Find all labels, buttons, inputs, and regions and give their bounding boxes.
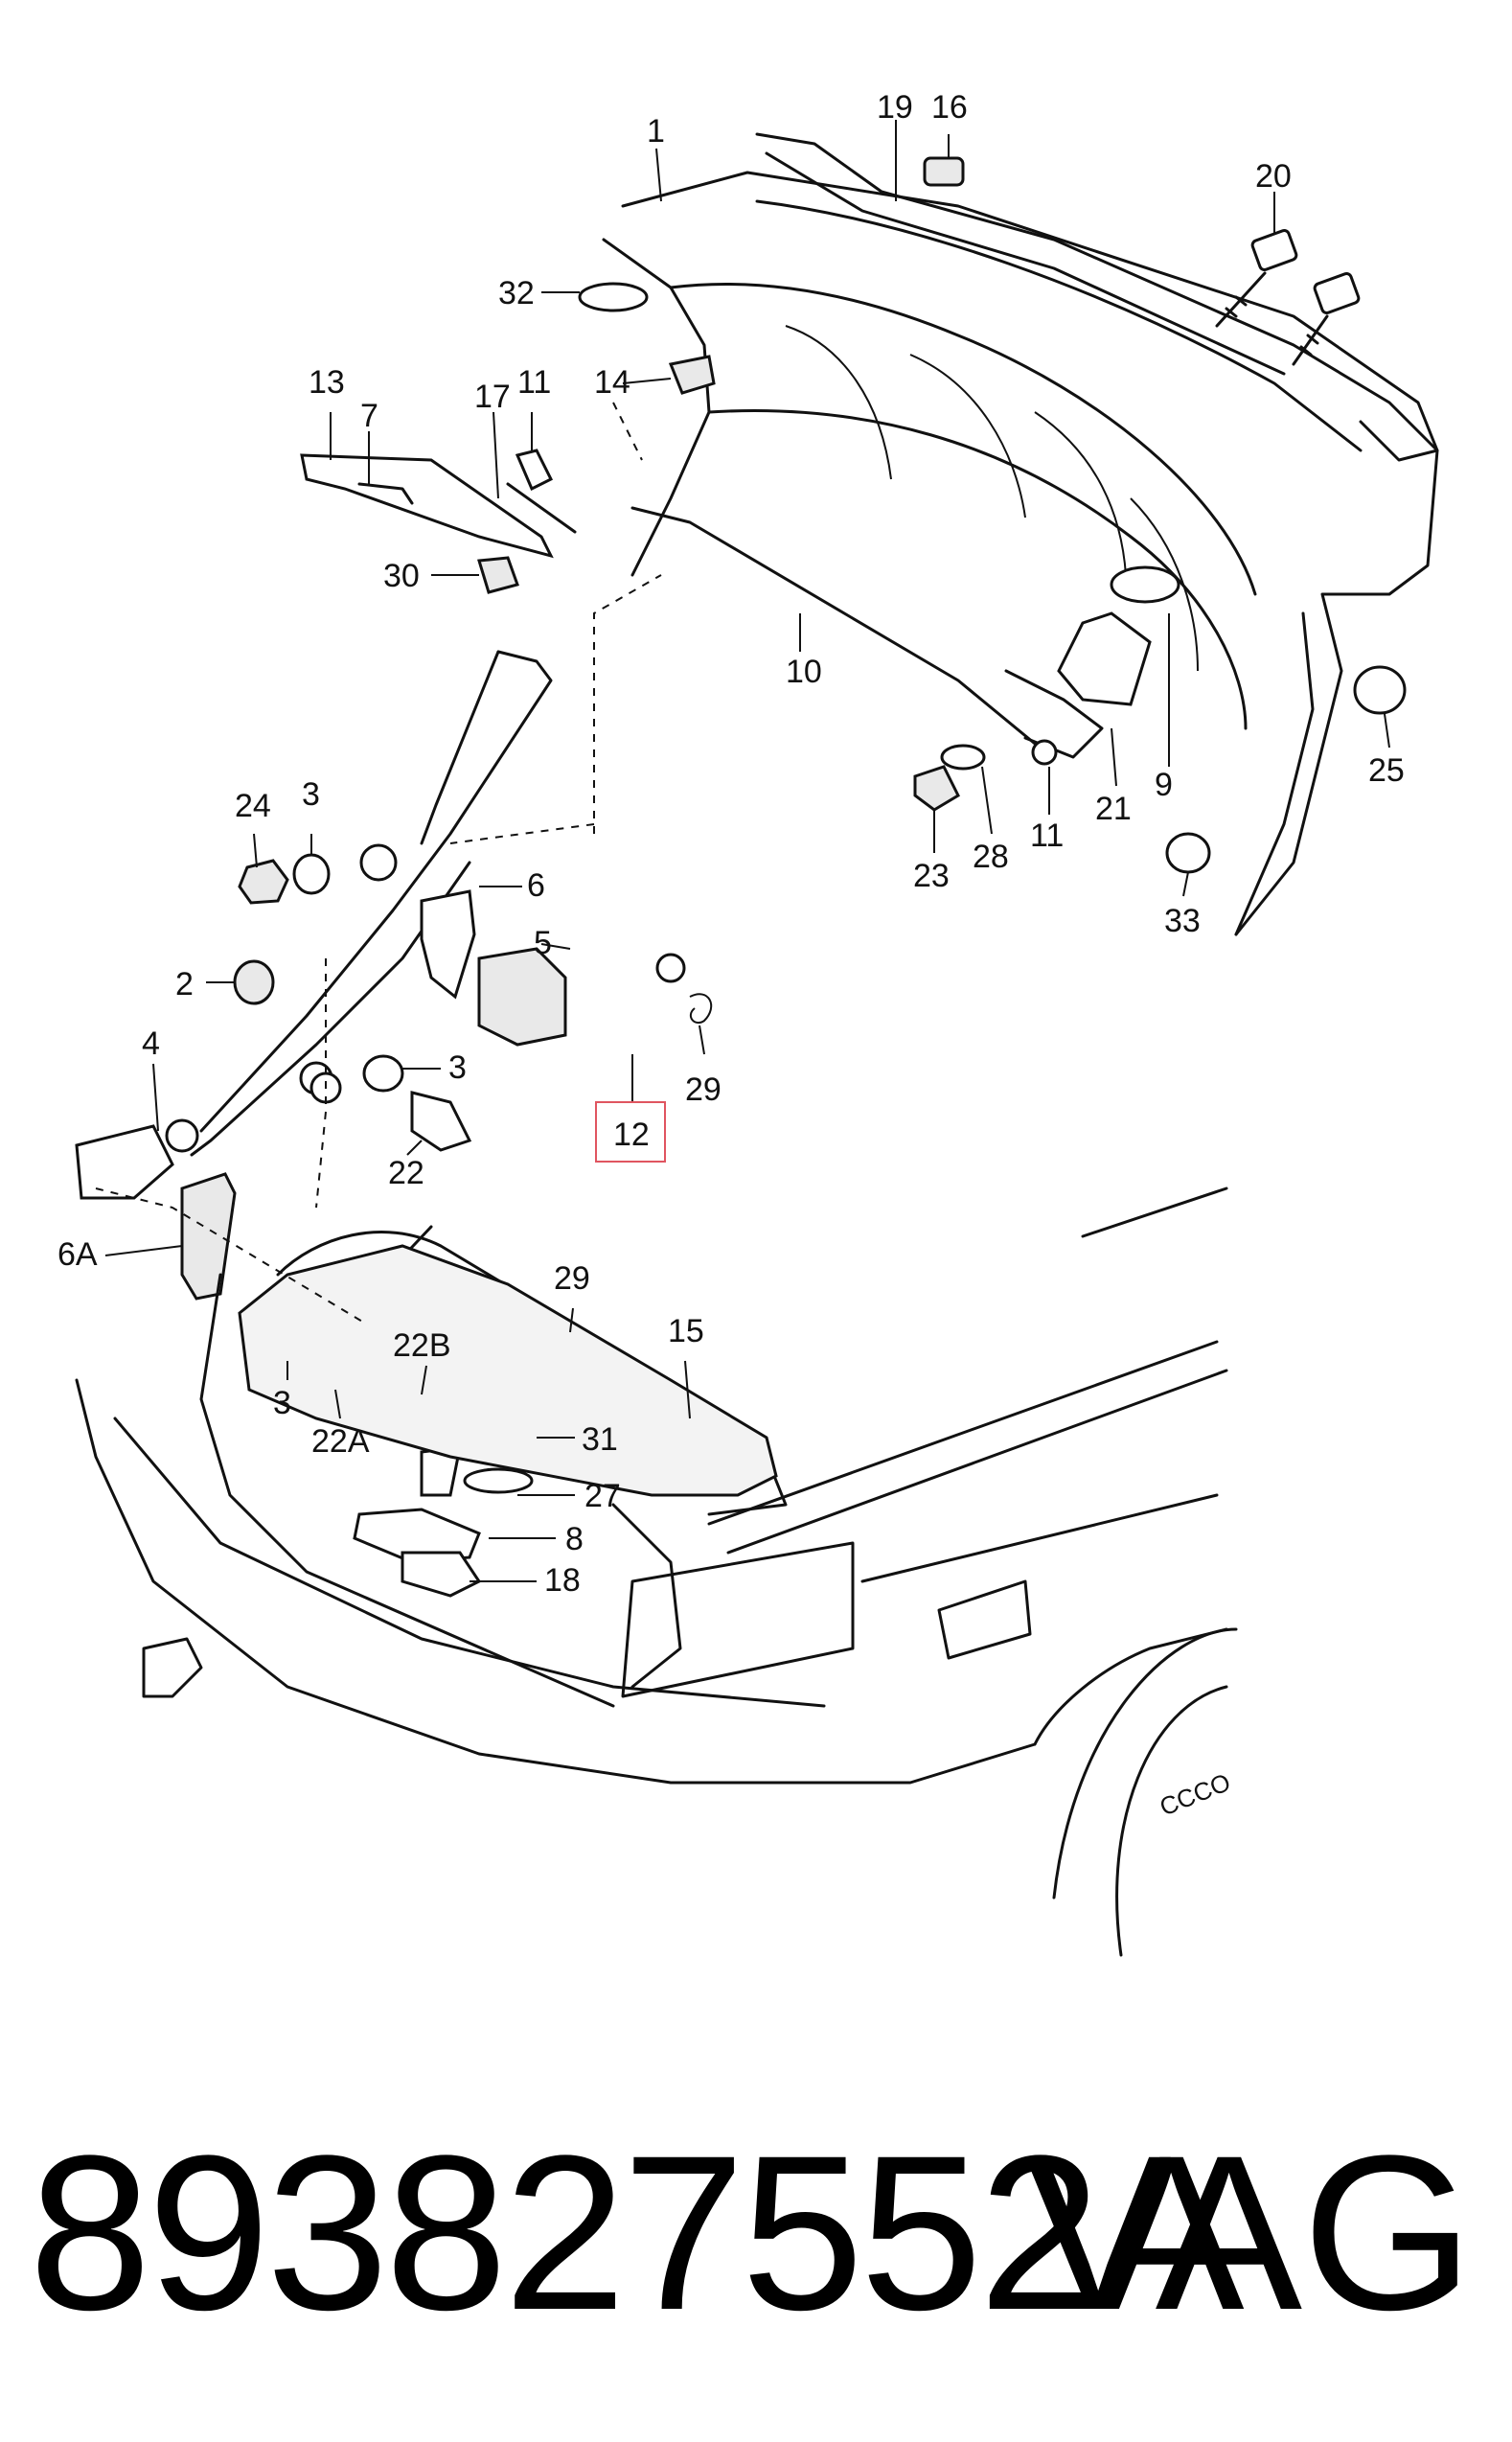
callout-20: 20 [1255, 158, 1292, 195]
washer-2 [233, 959, 275, 1005]
callout-1: 1 [647, 113, 665, 150]
trunk-lid [602, 171, 1439, 936]
callout-17: 17 [474, 379, 511, 415]
nut-23 [913, 765, 960, 812]
callout-4: 4 [142, 1025, 160, 1062]
washer-3-mid [362, 1054, 404, 1093]
brand-name: VAG [1024, 2109, 1474, 2356]
callout-31: 31 [582, 1421, 618, 1458]
washer-3-top [292, 853, 331, 895]
callout-27: 27 [584, 1478, 621, 1514]
callout-2: 2 [175, 966, 194, 1002]
callout-19: 19 [877, 89, 913, 126]
cap-16 [923, 156, 965, 187]
callout-29-top: 29 [685, 1071, 722, 1108]
callout-22B: 22B [393, 1327, 451, 1364]
callout-22A: 22A [311, 1423, 370, 1460]
striker-6A [180, 1172, 237, 1301]
callout-3-top: 3 [302, 776, 320, 813]
buffer-5 [477, 947, 567, 1047]
grommet-25 [1353, 665, 1407, 715]
callout-11-top: 11 [517, 364, 551, 401]
callout-25: 25 [1368, 752, 1405, 789]
callout-11-mid: 11 [1030, 818, 1064, 854]
callout-24: 24 [235, 788, 271, 824]
callout-labels: 1 19 16 20 32 14 13 7 17 11 30 10 9 25 2… [57, 89, 1405, 1599]
footer: 893827552A VAG [0, 2089, 1512, 2377]
exploded-parts-diagram: CCCO [57, 89, 1439, 1957]
callout-14: 14 [594, 364, 630, 401]
highlight-box-12 [595, 1101, 666, 1163]
callout-15: 15 [668, 1313, 704, 1349]
leader-lines [104, 120, 1390, 1582]
lock-assembly [1004, 565, 1180, 759]
callout-6: 6 [527, 867, 545, 904]
clip-30 [477, 556, 519, 594]
lock-rod [630, 506, 1042, 749]
callout-33: 33 [1164, 903, 1201, 939]
assembly-lines [95, 402, 662, 1324]
clip-17 [515, 449, 554, 492]
wheel-badge: CCCO [1156, 1767, 1234, 1821]
nut-24 [238, 859, 289, 905]
plug-33 [1165, 832, 1211, 874]
car-body [75, 1186, 1238, 1957]
washer-28 [940, 744, 986, 771]
callout-28: 28 [973, 839, 1009, 875]
part-number: 893827552A [29, 2109, 1245, 2356]
callout-7: 7 [360, 398, 378, 434]
hinge [75, 650, 553, 1200]
keys [1215, 229, 1361, 366]
callout-30: 30 [383, 558, 420, 594]
callout-3-mid: 3 [448, 1049, 467, 1086]
callout-5: 5 [534, 925, 552, 961]
callout-22: 22 [388, 1155, 424, 1191]
callout-9: 9 [1155, 767, 1173, 803]
clip-14 [668, 355, 716, 395]
callout-21: 21 [1095, 791, 1132, 827]
callout-29-mid: 29 [554, 1260, 590, 1297]
callout-6A: 6A [57, 1236, 98, 1273]
grommet-32 [578, 282, 649, 312]
bolt-22 [410, 1091, 472, 1152]
callout-32: 32 [498, 275, 535, 311]
clip-29-top [689, 993, 713, 1025]
bracket-6 [420, 889, 476, 1000]
bracket-13 [300, 453, 554, 559]
spoiler [755, 132, 1439, 462]
callout-18: 18 [544, 1562, 581, 1599]
callout-12: 12 [613, 1117, 650, 1153]
callout-23: 23 [913, 858, 950, 894]
callout-13: 13 [309, 364, 345, 401]
callout-10: 10 [786, 654, 822, 690]
callout-8: 8 [565, 1521, 584, 1557]
callout-3-low: 3 [273, 1385, 291, 1421]
callout-16: 16 [931, 89, 968, 126]
